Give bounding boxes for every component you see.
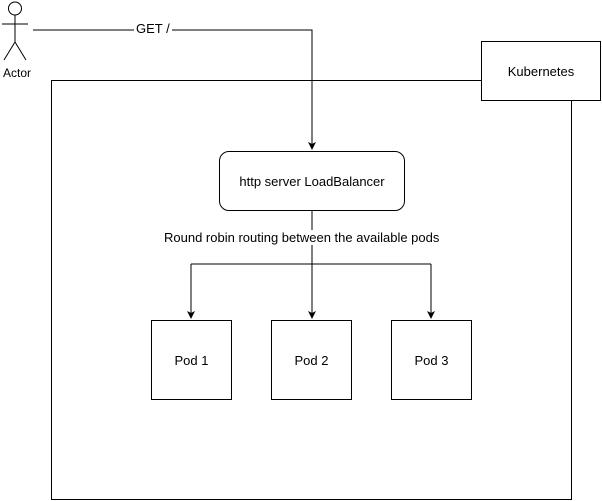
pod-node-3: Pod 3 <box>391 320 472 400</box>
request-label: GET / <box>134 21 172 36</box>
request-connector <box>33 29 316 150</box>
routing-label: Round robin routing between the availabl… <box>164 230 440 245</box>
actor-figure <box>2 1 28 61</box>
kubernetes-label: Kubernetes <box>507 63 575 79</box>
pod-3-label: Pod 3 <box>414 352 449 368</box>
actor-right-leg <box>14 41 27 61</box>
actor-label: Actor <box>2 66 31 80</box>
kubernetes-cluster-boundary <box>51 80 572 500</box>
load-balancer-label: http server LoadBalancer <box>239 173 385 189</box>
pod-2-label: Pod 2 <box>294 352 329 368</box>
actor-head <box>8 1 22 16</box>
load-balancer-node: http server LoadBalancer <box>219 151 405 211</box>
pod-1-label: Pod 1 <box>174 352 209 368</box>
actor-left-leg <box>3 41 16 61</box>
pod-node-1: Pod 1 <box>151 320 232 400</box>
kubernetes-box: Kubernetes <box>481 41 601 101</box>
pod-node-2: Pod 2 <box>271 320 352 400</box>
